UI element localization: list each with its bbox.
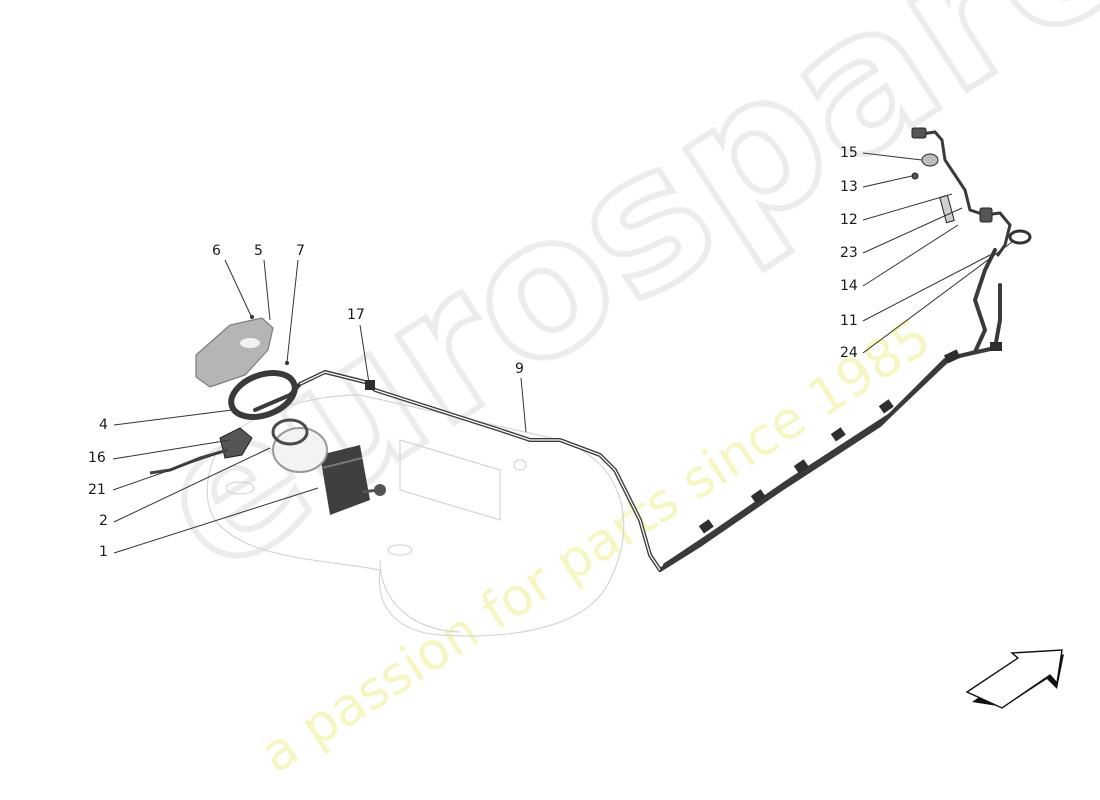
callout-9: 9 [515, 361, 524, 377]
callout-4: 4 [99, 417, 108, 433]
callout-21: 21 [88, 482, 106, 498]
callout-5: 5 [254, 243, 263, 259]
callout-14: 14 [840, 278, 858, 294]
vent-harness [913, 130, 1012, 257]
callout-6: 6 [212, 243, 221, 259]
fuel-tank-ghost [206, 394, 625, 637]
line-clips [365, 342, 1002, 534]
vent-parts [911, 127, 1032, 245]
callout-7: 7 [296, 243, 305, 259]
callout-11: 11 [840, 313, 858, 329]
leader-lines [112, 152, 1013, 554]
level-sensor [149, 427, 253, 475]
callout-2: 2 [99, 513, 108, 529]
orientation-arrow-icon [965, 649, 1064, 709]
callout-16: 16 [88, 450, 106, 466]
callout-1: 1 [99, 544, 108, 560]
callout-15: 15 [840, 145, 858, 161]
callout-13: 13 [840, 179, 858, 195]
callout-23: 23 [840, 245, 858, 261]
fuel-pump-assembly [271, 418, 386, 515]
cover-plate [195, 315, 289, 388]
callout-17: 17 [347, 307, 365, 323]
callout-24: 24 [840, 345, 858, 361]
callout-12: 12 [840, 212, 858, 228]
lock-ring [228, 370, 298, 420]
